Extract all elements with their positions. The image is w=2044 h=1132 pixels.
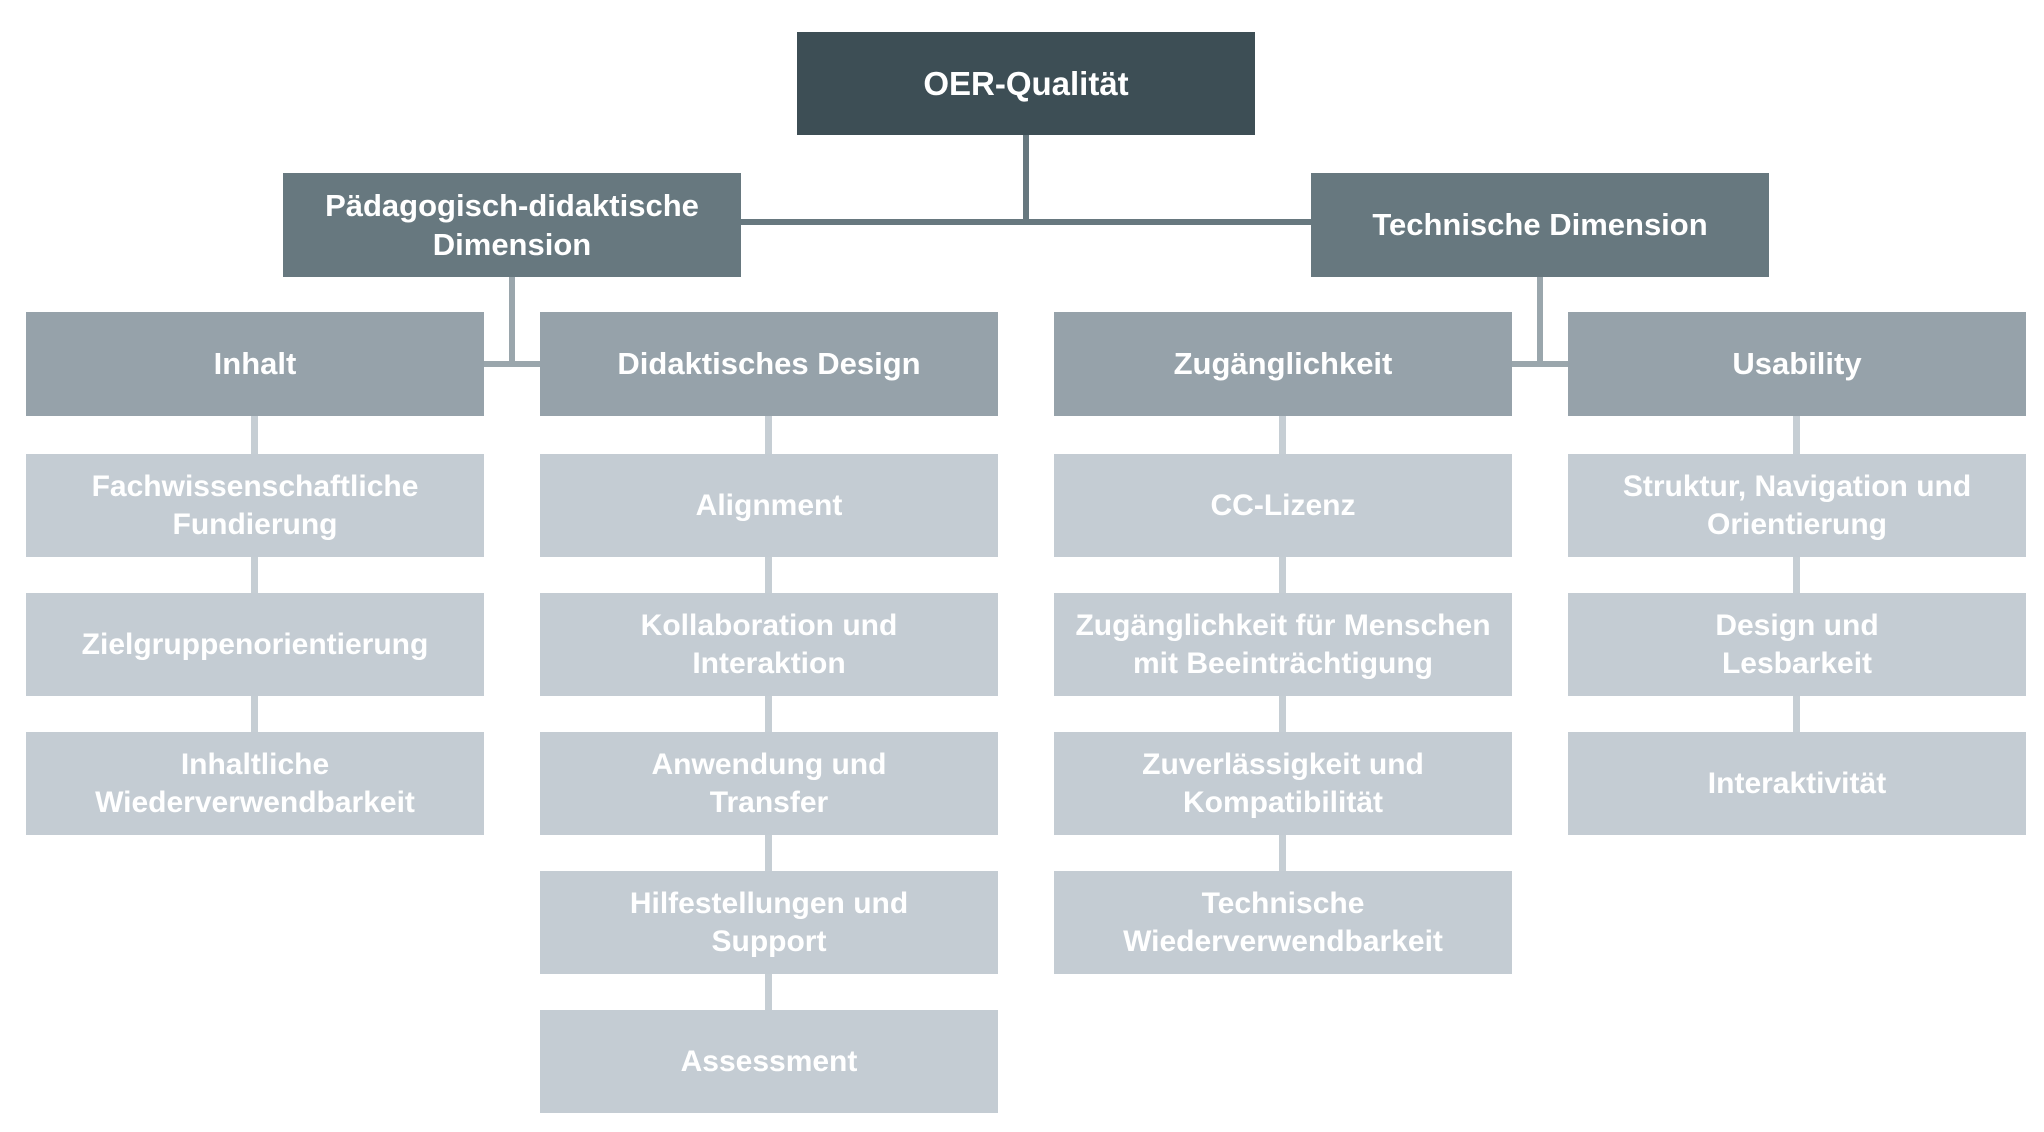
connector-inhalt-2: [251, 557, 258, 593]
criterion-box-cc-lizenz: CC-Lizenz: [1054, 454, 1512, 557]
criterion-box-alignment: Alignment: [540, 454, 998, 557]
connector-inhalt-1: [251, 416, 258, 454]
connector-zugaenglichkeit-4: [1279, 835, 1286, 871]
criterion-box-anwendung-transfer: Anwendung und Transfer: [540, 732, 998, 835]
connector-zugaenglichkeit-2: [1279, 557, 1286, 593]
category-box-usability: Usability: [1568, 312, 2026, 416]
connector-technisch-vertical: [1537, 277, 1543, 367]
connector-didaktik-2: [765, 557, 772, 593]
connector-paedagogisch-vertical: [509, 277, 515, 367]
connector-didaktik-5: [765, 974, 772, 1010]
criterion-box-interaktivitaet: Interaktivität: [1568, 732, 2026, 835]
connector-zugaenglichkeit-3: [1279, 696, 1286, 732]
criterion-box-zielgruppenorientierung: Zielgruppenorientierung: [26, 593, 484, 696]
connector-zugaenglichkeit-1: [1279, 416, 1286, 454]
connector-dimensions-horizontal: [741, 219, 1311, 225]
connector-usability-1: [1793, 416, 1800, 454]
connector-zugaenglichkeit-usability-stub: [1512, 361, 1568, 367]
criterion-box-zugaenglichkeit-beeintraechtigung: Zugänglichkeit für Menschen mit Beeinträ…: [1054, 593, 1512, 696]
criterion-box-inhaltliche-wiederverwendbarkeit: Inhaltliche Wiederverwendbarkeit: [26, 732, 484, 835]
criterion-box-hilfestellungen-support: Hilfestellungen und Support: [540, 871, 998, 974]
criterion-box-fachwissenschaftliche-fundierung: Fachwissenschaftliche Fundierung: [26, 454, 484, 557]
connector-didaktik-4: [765, 835, 772, 871]
criterion-box-kollaboration-interaktion: Kollaboration und Interaktion: [540, 593, 998, 696]
dimension-box-technisch: Technische Dimension: [1311, 173, 1769, 277]
connector-usability-2: [1793, 557, 1800, 593]
connector-didaktik-3: [765, 696, 772, 732]
criterion-box-zuverlaessigkeit-kompatibilitaet: Zuverlässigkeit und Kompatibilität: [1054, 732, 1512, 835]
root-box-oer-qualitaet: OER-Qualität: [797, 32, 1255, 135]
category-box-zugaenglichkeit: Zugänglichkeit: [1054, 312, 1512, 416]
criterion-box-technische-wiederverwendbarkeit: Technische Wiederverwendbarkeit: [1054, 871, 1512, 974]
category-box-inhalt: Inhalt: [26, 312, 484, 416]
criterion-box-struktur-navigation-orientierung: Struktur, Navigation und Orientierung: [1568, 454, 2026, 557]
dimension-box-paedagogisch-didaktisch: Pädagogisch-didaktische Dimension: [283, 173, 741, 277]
category-box-didaktisches-design: Didaktisches Design: [540, 312, 998, 416]
criterion-box-design-lesbarkeit: Design und Lesbarkeit: [1568, 593, 2026, 696]
criterion-box-assessment: Assessment: [540, 1010, 998, 1113]
connector-usability-3: [1793, 696, 1800, 732]
connector-root-vertical: [1023, 135, 1029, 225]
connector-inhalt-didaktisch-stub: [484, 361, 540, 367]
connector-inhalt-3: [251, 696, 258, 732]
connector-didaktik-1: [765, 416, 772, 454]
